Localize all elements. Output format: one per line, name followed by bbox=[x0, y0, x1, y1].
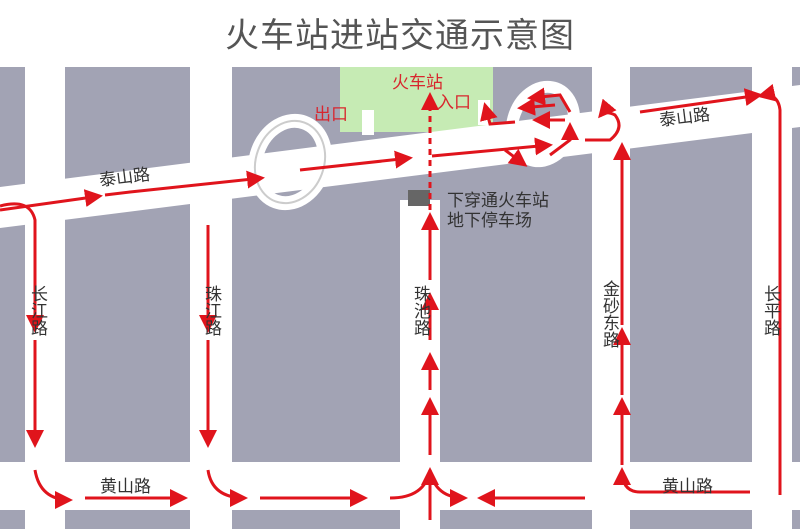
road-label-changping: 长平路 bbox=[760, 285, 781, 336]
road-label-zhujiang: 珠江路 bbox=[201, 285, 222, 336]
road-label-changjiang: 长江路 bbox=[27, 285, 48, 336]
parking-label-line1: 下穿通火车站 bbox=[447, 191, 549, 211]
traffic-arrows bbox=[0, 83, 782, 520]
road-label-huangshan-right: 黄山路 bbox=[662, 477, 713, 497]
road-zhujiang bbox=[190, 67, 232, 529]
road-label-zhuchi: 珠池路 bbox=[410, 285, 431, 336]
station-label: 火车站 bbox=[392, 73, 443, 93]
parking-entrance-marker bbox=[408, 190, 430, 206]
road-changjiang bbox=[25, 67, 65, 529]
exit-label: 出口 bbox=[314, 105, 348, 125]
page-title: 火车站进站交通示意图 bbox=[225, 16, 575, 56]
parking-label-line2: 地下停车场 bbox=[447, 211, 532, 231]
road-changping bbox=[752, 67, 792, 529]
road-label-huangshan-left: 黄山路 bbox=[100, 477, 151, 497]
road-label-jinsha-east: 金砂东路 bbox=[599, 280, 620, 348]
entrance-label: 入口 bbox=[437, 93, 471, 113]
road-huangshan bbox=[0, 462, 800, 510]
